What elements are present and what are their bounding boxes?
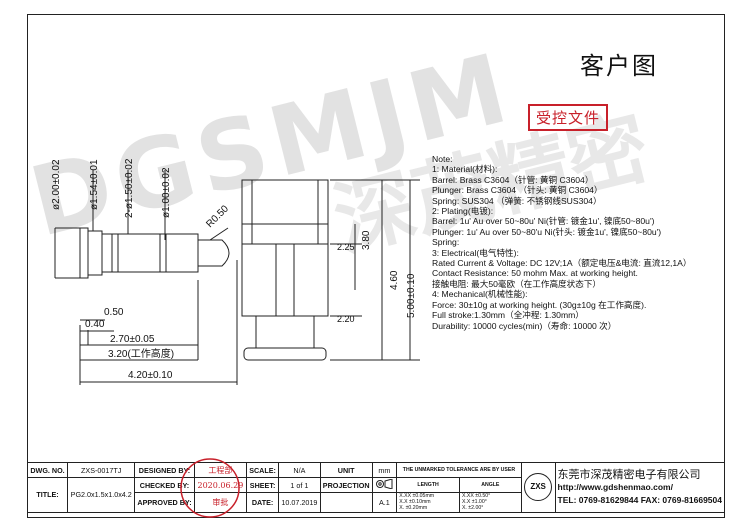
dim-len320: 3.20(工作高度): [108, 347, 174, 360]
date-label: DATE:: [246, 492, 279, 513]
note-line: Plunger: Brass C3604 （针头: 黄铜 C3604）: [432, 185, 603, 196]
date-value: 10.07.2019: [277, 492, 321, 513]
drawing-title: 客户图: [580, 52, 658, 80]
dim-len050: 0.50: [104, 307, 124, 318]
projection-label: PROJECTION: [319, 477, 373, 493]
dim-len040: 0.40: [85, 319, 105, 330]
tolerance-title: THE UNMARKED TOLERANCE ARE BY USER: [396, 462, 522, 478]
angle-label: ANGLE: [458, 477, 522, 493]
side-view-top: [241, 179, 329, 225]
unit-value: mm: [371, 462, 398, 478]
projection-symbol: [371, 477, 398, 493]
dwg-no-label: DWG. NO.: [26, 462, 69, 478]
size-spacer: [319, 492, 373, 513]
scale-value: N/A: [277, 462, 321, 478]
dim-v460: 4.60: [389, 270, 400, 290]
dim-v220: 2.20: [337, 314, 355, 324]
note-line: Rated Current & Voltage: DC 12V;1A（额定电压&…: [432, 258, 692, 269]
side-view-flange: [243, 347, 327, 361]
dim-r050: R0.50: [204, 203, 231, 230]
tol-angle-line: X.XX ±0.50°: [461, 493, 491, 499]
tol-angle-line: X.X ±1.00°: [461, 499, 487, 506]
unit-label: UNIT: [319, 462, 373, 478]
company-info: 东莞市深茂精密电子有限公司 http://www.gdshenmao.com/ …: [554, 462, 726, 513]
dim-len420: 4.20±0.10: [128, 370, 173, 381]
size-value: A.1: [371, 492, 398, 513]
dim-len270: 2.70±0.05: [110, 334, 155, 345]
approved-by-value: 审批: [193, 492, 248, 513]
pin-head-flange: [79, 227, 89, 279]
title-block: DWG. NO. ZXS-0017TJ DESIGNED BY: 工程部 SCA…: [26, 462, 726, 513]
side-view-body: [241, 243, 329, 317]
dim-d154: ø1.54±0.01: [89, 159, 100, 210]
zxs-logo-icon: ZXS: [524, 473, 553, 502]
notes-heading: Note:: [432, 154, 453, 164]
note-line: Barrel: 1u' Au over 50~80u' Ni(针管: 镀金1u'…: [432, 216, 655, 227]
tol-length-line: X. ±0.20mm: [399, 505, 428, 512]
tol-length-line: X.XX ±0.05mm: [399, 493, 435, 499]
side-view-base: [255, 315, 315, 349]
tolerance-angle: X.XX ±0.50° X.X ±1.00° X. ±2.00°: [458, 492, 522, 513]
sheet-label: SHEET:: [246, 477, 279, 493]
dim-v225: 2.25: [337, 242, 355, 252]
length-label: LENGTH: [396, 477, 460, 493]
projection-icon: [376, 478, 393, 490]
note-line: 1: Material(材料):: [432, 164, 498, 175]
company-website: http://www.gdshenmao.com/: [557, 481, 673, 492]
approved-by-label: APPROVED BY:: [134, 492, 195, 513]
tol-angle-line: X. ±2.00°: [461, 505, 484, 512]
note-line: Contact Resistance: 50 mohm Max. at work…: [432, 268, 638, 279]
company-logo: ZXS: [520, 462, 556, 513]
note-line: 2: Plating(电镀):: [432, 206, 494, 217]
note-line: 3: Electrical(电气特性):: [432, 247, 519, 258]
note-line: 4: Mechanical(机械性能):: [432, 289, 528, 300]
note-line: Spring: SUS304 （弹簧: 不锈钢线SUS304）: [432, 195, 602, 206]
dim-d200: ø2.00±0.02: [51, 159, 62, 210]
tolerance-length: X.XX ±0.05mm X.X ±0.10mm X. ±0.20mm: [396, 492, 460, 513]
note-line: Barrel: Brass C3604（针管: 黄铜 C3604）: [432, 174, 594, 185]
note-line: Force: 30±10g at working height. (30g±10…: [432, 299, 647, 310]
dim-v500: 5.00±0.10: [406, 273, 417, 318]
note-line: 接触电阻: 最大50毫欧（在工作高度状态下）: [432, 278, 602, 289]
pin-barrel-rear: [87, 230, 103, 276]
company-name: 东莞市深茂精密电子有限公司: [557, 467, 701, 481]
title-label: TITLE:: [26, 477, 69, 513]
dim-d150: 2-ø1.50±0.02: [124, 158, 135, 218]
dim-v380: 3.80: [361, 230, 372, 250]
note-line: Durability: 10000 cycles(min)（寿命: 10000 …: [432, 320, 617, 331]
tol-length-line: X.X ±0.10mm: [399, 499, 431, 506]
title-value: PG2.0x1.5x1.0x4.2: [67, 477, 136, 513]
drawing-frame: [27, 14, 725, 518]
specification-notes: Note: 1: Material(材料): Barrel: Brass C36…: [432, 154, 732, 331]
note-line: Full stroke:1.30mm（全冲程: 1.30mm）: [432, 310, 584, 321]
controlled-document-stamp: 受控文件: [528, 104, 609, 131]
sheet-value: 1 of 1: [277, 477, 321, 493]
approval-seal-icon: [180, 458, 240, 518]
pin-barrel: [101, 233, 199, 273]
note-line: Plunger: 1u' Au over 50~80'u Ni(针头: 镀金1u…: [432, 226, 662, 237]
pin-plunger: [197, 239, 230, 267]
scale-label: SCALE:: [246, 462, 279, 478]
company-phone: TEL: 0769-81629844 FAX: 0769-81669504: [557, 494, 722, 505]
checked-by-label: CHECKED BY:: [134, 477, 195, 493]
note-line: Spring:: [432, 237, 460, 248]
dim-d100: ø1.00±0.02: [161, 167, 172, 218]
dwg-no-value: ZXS-0017TJ: [67, 462, 136, 478]
